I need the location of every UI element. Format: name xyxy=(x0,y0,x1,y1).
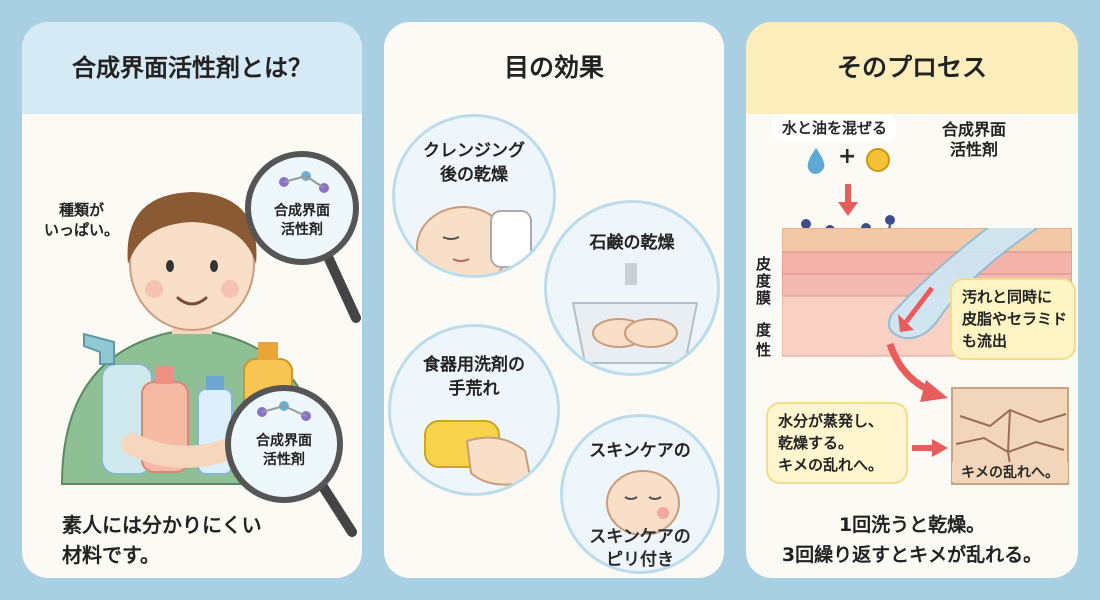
circle-skincare-label: スキンケアの xyxy=(589,441,691,461)
types-label: 種類が いっぱい。 xyxy=(44,201,120,239)
person-illustration xyxy=(60,192,324,485)
layer-top-label: 皮 度 膜 xyxy=(756,255,772,307)
panel-what-is-surfactant: 合成界面活性剤とは？ 種類が いっぱい。 xyxy=(22,22,362,578)
circle-skincare-sting: スキンケアの xyxy=(560,414,720,574)
circle-dish-label: 食器用洗剤の 手荒れ xyxy=(423,355,525,399)
panel1-title: 合成界面活性剤とは？ xyxy=(22,22,362,114)
arrow-down-right-icon xyxy=(886,342,948,402)
cracked-label: キメの乱れへ。 xyxy=(952,462,1068,482)
mix-label: 水と油を混ぜる xyxy=(772,114,898,141)
panel1-footer: 素人には分かりにくい 材料です。 xyxy=(62,513,262,567)
washing-hands-illustration xyxy=(571,263,699,364)
bubble-dirt-sebum: 汚れと同時に 皮脂やセラミド も流出 xyxy=(950,278,1076,360)
magnifier-top-icon xyxy=(245,151,361,323)
sore-face-illustration xyxy=(606,470,680,535)
surfactant-label: 合成界面 活性剤 xyxy=(942,120,1007,159)
circle-soap-dryness: 石鹸の乾燥 xyxy=(544,200,720,376)
circle-dish-detergent: 食器用洗剤の 手荒れ xyxy=(388,324,560,496)
circle-cleansing-label: クレンジング 後の乾燥 xyxy=(423,141,525,185)
panel2-title: 目の効果 xyxy=(384,22,724,114)
oil-drop-icon xyxy=(866,148,890,172)
layer-bottom-label: 度 性 xyxy=(756,321,772,359)
magnifier-bottom-label: 合成界面 活性剤 xyxy=(256,433,312,468)
plus-sign: + xyxy=(838,144,857,169)
sponge-hand-illustration xyxy=(424,420,533,486)
magnifier-top-label: 合成界面 活性剤 xyxy=(274,203,330,238)
magnifier-bottom-icon xyxy=(225,385,357,537)
panel-process: そのプロセス 水と油を混ぜる + 合成界面 活性剤 皮 度 膜 度 性 汚れと同… xyxy=(746,22,1078,578)
water-drop-icon xyxy=(807,148,825,174)
panel3-title: そのプロセス xyxy=(746,22,1078,114)
panel-effects: 目の効果 クレンジング 後の乾燥 石鹸の乾燥 食器用洗剤の 手荒れ スキンケアの xyxy=(384,22,724,578)
panel3-footer: 1回洗うと乾燥。 3回繰り返すとキメが乱れる。 xyxy=(781,514,1043,566)
bubble-evaporation: 水分が蒸発し、 乾燥する。 キメの乱れへ。 xyxy=(766,402,908,484)
circle-cleansing-dryness: クレンジング 後の乾燥 xyxy=(392,114,556,278)
skincare-bottom-label: スキンケアの ピリ付き xyxy=(589,527,691,570)
arrow-right-icon xyxy=(912,439,948,457)
circle-soap-label: 石鹸の乾燥 xyxy=(589,233,675,253)
face-towel-illustration xyxy=(416,206,532,275)
